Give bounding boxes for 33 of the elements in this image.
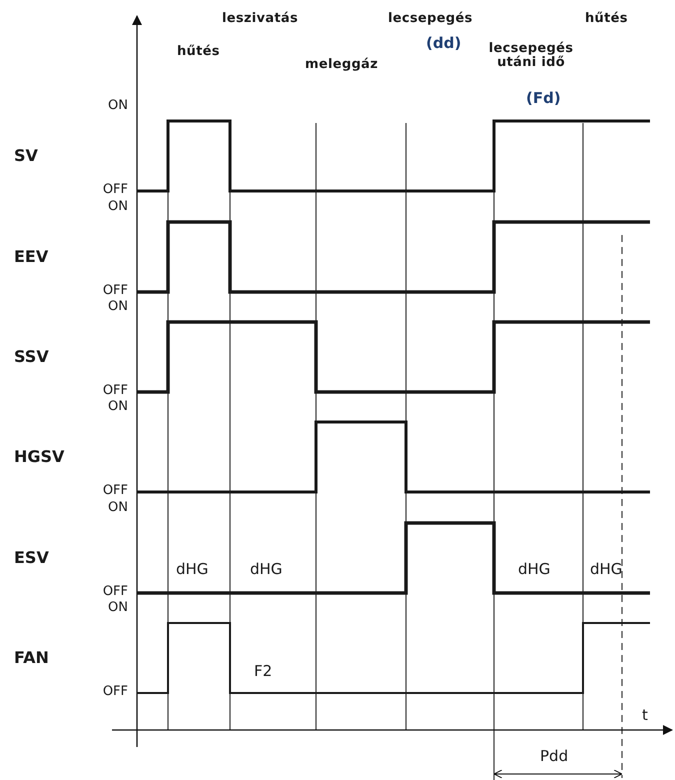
signal-label: EEV <box>14 248 48 266</box>
level-label: OFF <box>102 484 128 498</box>
signal-label: FAN <box>14 649 49 667</box>
parameter-label: (Fd) <box>526 90 561 106</box>
parameter-label: F2 <box>254 663 272 680</box>
level-label: OFF <box>102 685 128 700</box>
phase-label: lecsepegés utáni idő <box>488 42 574 71</box>
phase-label: hűtés <box>585 12 628 26</box>
parameter-label: dHG <box>590 561 622 578</box>
phase-label: lecsepegés <box>388 12 473 26</box>
level-label: ON <box>107 501 128 516</box>
level-label: OFF <box>102 284 128 298</box>
parameter-label: dHG <box>518 561 550 578</box>
axis-label: t <box>642 707 648 724</box>
parameter-label: dHG <box>250 561 282 578</box>
signal-label: SV <box>14 147 38 165</box>
level-label: OFF <box>102 585 128 600</box>
parameter-label: dHG <box>176 561 208 578</box>
parameter-label: Pdd <box>540 748 568 764</box>
level-label: ON <box>107 99 128 114</box>
level-label: OFF <box>102 384 128 398</box>
signal-label: HGSV <box>14 448 64 466</box>
level-label: ON <box>107 300 128 314</box>
phase-label: leszivatás <box>222 12 298 26</box>
signal-label: ESV <box>14 549 49 567</box>
phase-label: hűtés <box>177 45 220 60</box>
level-label: ON <box>107 200 128 214</box>
level-label: ON <box>107 601 128 616</box>
signal-label: SSV <box>14 348 49 366</box>
parameter-label: (dd) <box>426 35 462 52</box>
phase-label: meleggáz <box>305 58 378 72</box>
level-label: ON <box>107 400 128 414</box>
level-label: OFF <box>102 183 128 198</box>
